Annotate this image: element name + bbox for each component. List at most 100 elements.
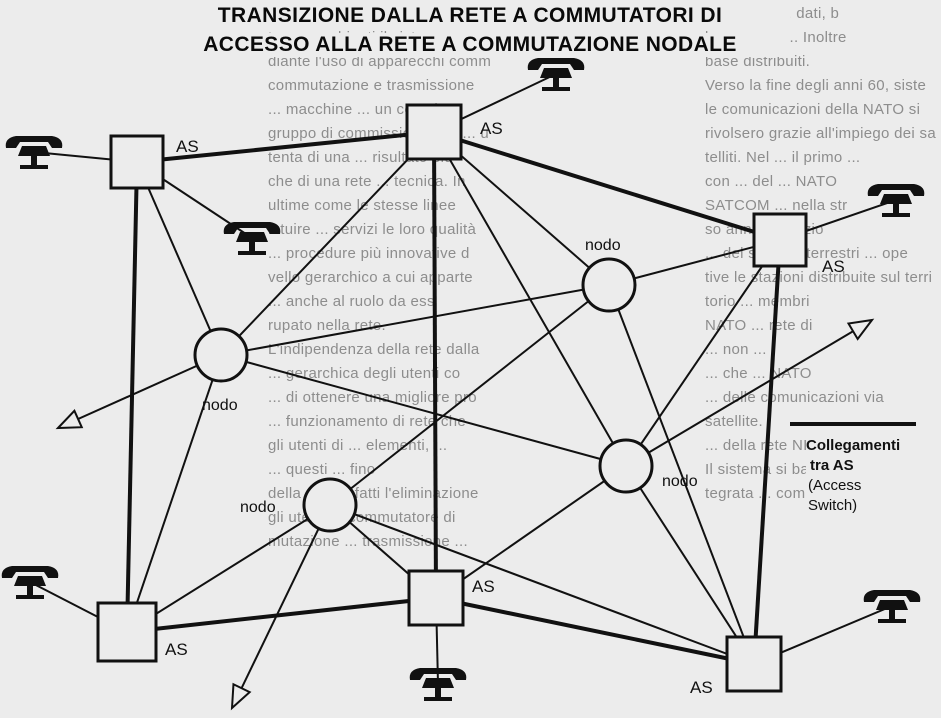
background-text-left-line: ... questi ... fino	[268, 461, 376, 478]
phone-body	[18, 146, 50, 156]
telephone-icon	[863, 590, 921, 623]
as-link	[125, 161, 139, 633]
node-link	[220, 284, 610, 356]
phone-body	[14, 576, 46, 586]
shape-group	[96, 103, 808, 693]
telephone-icon	[1, 566, 59, 599]
arrow-link	[57, 354, 222, 429]
background-text-right-line: SATCOM ... nella str	[705, 197, 848, 214]
background-text-right-line: ... non ...	[705, 341, 767, 358]
background-text-right-line: rivolsero grazie all'impiego dei sa	[705, 125, 936, 142]
phone-base	[882, 213, 910, 217]
handset-shape	[867, 184, 925, 196]
node-label: nodo	[202, 397, 238, 414]
phone-stand	[435, 688, 441, 698]
background-text-left-line: ... funzionamento di rete che	[268, 413, 466, 430]
phone-body	[540, 68, 572, 78]
handset-shape	[863, 590, 921, 602]
access-switch-box	[109, 134, 165, 190]
telephone-icon	[867, 184, 925, 217]
background-text-right-line: NATO ... rete di	[705, 317, 813, 334]
access-switch-label: AS	[165, 640, 188, 659]
node-label: nodo	[585, 237, 621, 254]
node-links	[126, 131, 781, 665]
as-links	[125, 130, 782, 666]
background-text-left-line: L'indipendenza della rete dalla	[268, 341, 480, 358]
background-text-left-line: gli utenti di ... elementi, ...	[268, 437, 448, 454]
node-circle	[302, 477, 358, 533]
phone-base	[878, 619, 906, 623]
node-link	[435, 465, 627, 599]
background-text-left: ...naziane della, btra ... combinati il …	[268, 2, 491, 554]
legend-line-1: Collegamenti	[806, 437, 901, 454]
node-link	[220, 354, 627, 467]
diagram-title-line-2: ACCESSO ALLA RETE A COMMUTAZIONE NODALE	[150, 33, 790, 57]
phone-stand	[893, 204, 899, 214]
arrowhead	[55, 409, 84, 430]
handset-shape	[1, 566, 59, 578]
node-link	[608, 284, 755, 665]
node-link	[136, 161, 222, 356]
background-text-left-line: vello gerarchico a cui apparte	[268, 269, 473, 286]
background-text-right-line: ... che ... NATO	[705, 365, 812, 382]
access-switch-label: AS	[690, 678, 713, 697]
background-text-left-line: ... gerarchica degli utenti co	[268, 365, 461, 382]
phone-body	[880, 194, 912, 204]
diagram-title-line-1: TRANSIZIONE DALLA RETE A COMMUTATORI DI	[150, 4, 790, 28]
access-switch-label: AS	[176, 137, 199, 156]
handset-shape	[527, 58, 585, 70]
background-text-right-line: le comunicazioni della NATO si	[705, 101, 921, 118]
node-label: nodo	[662, 473, 698, 490]
phone-body	[876, 600, 908, 610]
legend: Collegamenti tra AS (Access Switch)	[806, 436, 936, 516]
node-link	[126, 354, 222, 633]
background-text-left-line: ... procedure più innovative d	[268, 245, 470, 262]
background-text-left-line: intuire ... servizi le loro qualità	[268, 221, 477, 238]
node-circle	[581, 257, 637, 313]
arrow-link	[231, 504, 331, 709]
background-text-right-line: torio ... membri	[705, 293, 810, 310]
node-link	[608, 239, 781, 286]
background-text-right-line: con ... del ... NATO	[705, 173, 838, 190]
telephone-icon	[223, 222, 281, 255]
as-link	[136, 130, 435, 164]
background-text-left-line: diante l'uso di apparecchi comm	[268, 53, 492, 70]
telephone-icon	[409, 668, 467, 701]
node-link	[329, 284, 610, 506]
node-link	[433, 131, 610, 286]
phone-base	[16, 595, 44, 599]
phone-stand	[553, 78, 559, 88]
as-link	[126, 596, 437, 634]
legend-line-2: tra AS	[810, 457, 854, 474]
access-switch-box	[725, 635, 783, 693]
arrow-link	[625, 319, 873, 467]
legend-line-3: (Access	[808, 477, 862, 494]
arrowhead	[846, 318, 875, 341]
background-text-left-line: ultime come le stesse linee	[268, 197, 457, 214]
phone-body	[422, 678, 454, 688]
background-text-right-line: tive le stazioni distribuite sul terri	[705, 269, 933, 286]
background-text-left-line: ... macchine ... un comple	[268, 101, 447, 118]
as-link	[432, 131, 438, 599]
handset-shape	[223, 222, 281, 234]
handset-shape	[409, 668, 467, 680]
arrow-links	[55, 318, 875, 711]
access-switch-label: AS	[480, 119, 503, 138]
access-switch-box	[405, 103, 463, 161]
node-circle	[598, 438, 654, 494]
background-text-right-line: Verso la fine degli anni 60, siste	[705, 77, 927, 94]
access-switch-box	[752, 212, 808, 268]
node-link	[126, 504, 331, 633]
node-link	[433, 131, 627, 467]
background-text-right-line: base distribuiti.	[705, 53, 811, 70]
node-link	[220, 131, 435, 356]
background-text-left-line: ... anche al ruolo da ess	[268, 293, 435, 310]
phone-stand	[31, 156, 37, 166]
as-link	[752, 239, 782, 665]
access-switch-label: AS	[822, 257, 845, 276]
arrowhead	[230, 682, 252, 711]
legend-line-4: Switch)	[808, 497, 858, 514]
